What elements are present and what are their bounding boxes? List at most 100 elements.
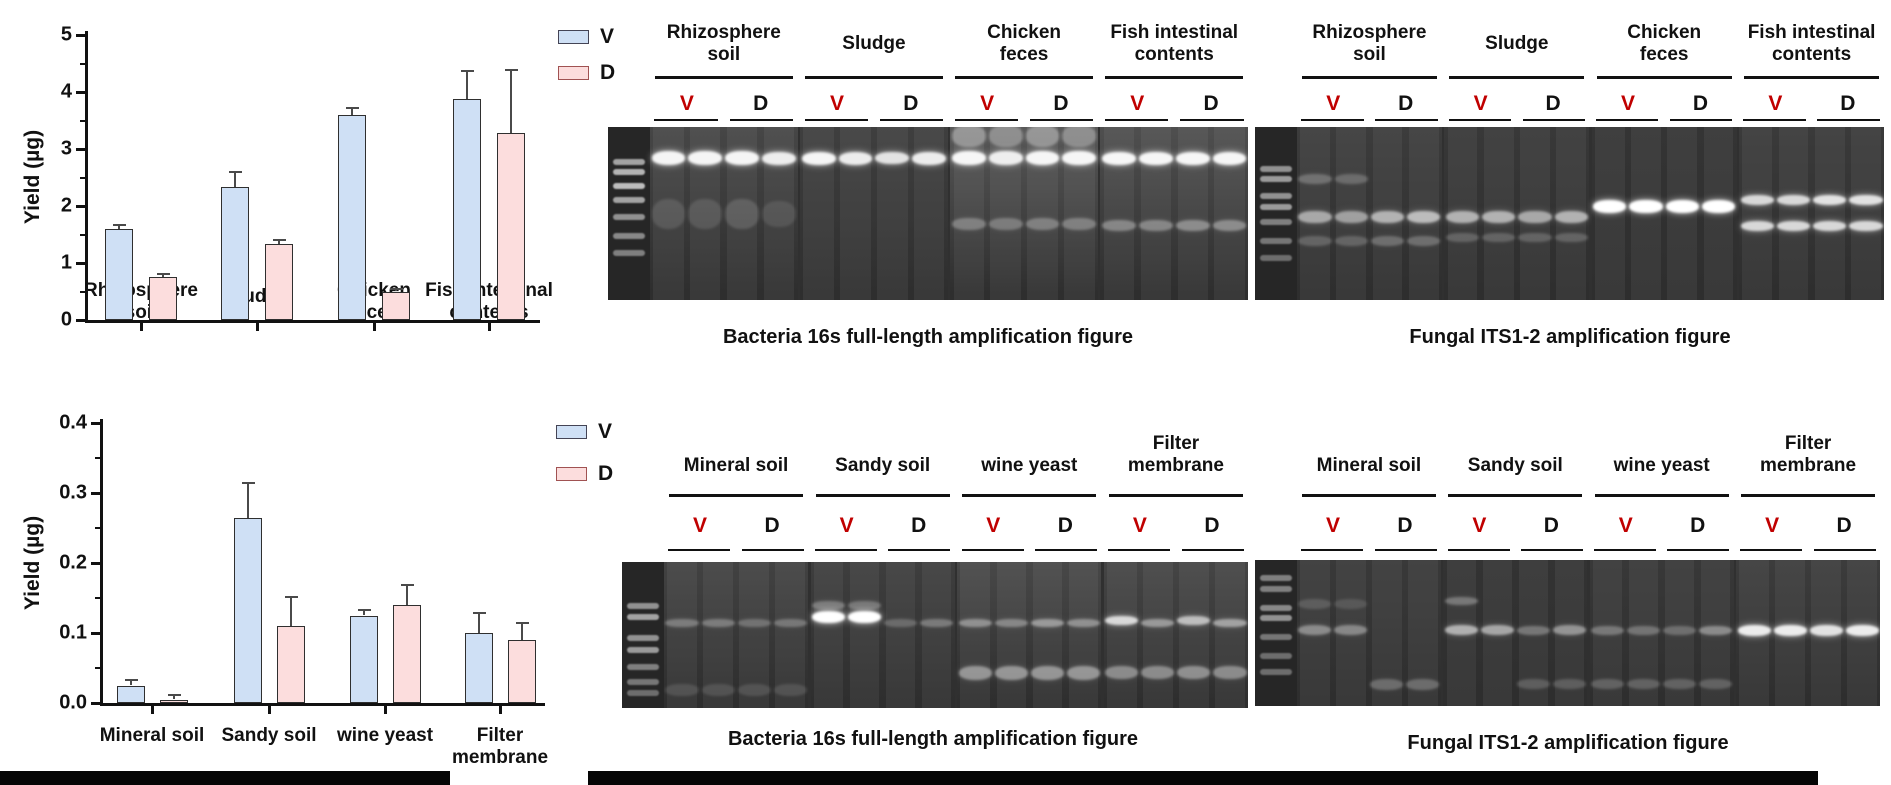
gel-bacteria-bottom-lane-wine-yeast-d2 bbox=[1066, 562, 1100, 708]
gel-fungal-bottom-lane-wine-yeast-d1 bbox=[1663, 560, 1697, 706]
gel-fungal-bottom-lane-sandy-soil-v1 bbox=[1444, 560, 1478, 706]
gel-fungal-top-lane-fish-intestinal-contents-v2 bbox=[1776, 127, 1811, 300]
legend-label-d: D bbox=[598, 462, 614, 485]
gel-band bbox=[762, 151, 797, 165]
gel-fungal-bottom-v-label-wine-yeast: V bbox=[1618, 514, 1633, 537]
gel-band bbox=[1737, 624, 1771, 636]
yield-chart-bottom-x-tick-mineral-soil bbox=[150, 706, 154, 714]
gel-band bbox=[1175, 151, 1210, 165]
gel-fungal-top-ladder-band bbox=[1260, 165, 1292, 172]
gel-bacteria-top-lane-sludge-d1 bbox=[875, 127, 910, 300]
gel-band bbox=[912, 151, 947, 165]
gel-band bbox=[1334, 236, 1368, 247]
yield-chart-bottom-y-minor-tick bbox=[95, 667, 100, 669]
gel-fungal-bottom-v-underline bbox=[1594, 549, 1656, 551]
gel-fungal-bottom-lane-filter-membrane-d2 bbox=[1845, 560, 1879, 706]
gel-bacteria-top-zone-rhizosphere-soil bbox=[650, 127, 798, 300]
error-bar-cap-v-fish-intestinal-contents bbox=[460, 70, 474, 73]
gel-band bbox=[725, 198, 760, 229]
gel-bacteria-bottom-zone-sandy-soil bbox=[810, 562, 955, 708]
gel-bacteria-bottom-lane-sandy-soil-v1 bbox=[812, 562, 846, 708]
gel-fungal-bottom-d-underline bbox=[1374, 549, 1437, 551]
gel-bacteria-top-d-label-fish-intestinal-contents: D bbox=[1203, 92, 1219, 115]
gel-band bbox=[838, 151, 873, 165]
gel-fungal-bottom-zone-sandy-soil bbox=[1443, 560, 1588, 706]
gel-fungal-top bbox=[1255, 127, 1884, 300]
error-bar-stem-v-wine-yeast bbox=[363, 609, 365, 616]
gel-fungal-top-lane-sludge-v1 bbox=[1445, 127, 1480, 300]
error-bar-stem-v-mineral-soil bbox=[130, 679, 132, 686]
error-bar-cap-d-rhizosphere-soil bbox=[156, 273, 170, 276]
yield-chart-top-y-tick-0 bbox=[76, 318, 85, 322]
gel-fungal-bottom-d-label-mineral-soil: D bbox=[1397, 514, 1413, 537]
error-bar-stem-d-rhizosphere-soil bbox=[162, 274, 164, 278]
yield-chart-top-y-minor-tick bbox=[80, 119, 85, 122]
gel-band bbox=[988, 151, 1023, 166]
error-bar-stem-d-fish-intestinal-contents bbox=[510, 70, 512, 134]
yield-chart-top-y-minor-tick bbox=[80, 290, 85, 293]
gel-fungal-bottom-d-underline bbox=[1667, 549, 1730, 551]
gel-fungal-top-v-label-chicken-feces: V bbox=[1620, 92, 1635, 115]
gel-fungal-top-lane-rhizosphere-soil-v1 bbox=[1298, 127, 1332, 300]
gel-fungal-top-v-underline bbox=[1596, 119, 1659, 121]
gel-band bbox=[1066, 619, 1100, 628]
error-bar-cap-d-sandy-soil bbox=[284, 595, 298, 598]
gel-fungal-top-v-label-rhizosphere-soil: V bbox=[1326, 92, 1341, 115]
gel-band bbox=[875, 152, 910, 165]
gel-fungal-bottom-d-underline bbox=[1521, 549, 1583, 551]
gel-bacteria-top-v-label-rhizosphere-soil: V bbox=[679, 92, 694, 115]
yield-chart-bottom-x-axis bbox=[100, 703, 545, 706]
gel-fungal-bottom-d-underline bbox=[1813, 549, 1876, 551]
gel-bacteria-bottom-v-label-sandy-soil: V bbox=[839, 514, 854, 537]
gel-band bbox=[812, 611, 846, 624]
error-bar-cap-v-sludge bbox=[228, 170, 242, 173]
bar-d-fish-intestinal-contents bbox=[497, 133, 525, 320]
gel-fungal-top-zone-rhizosphere-soil bbox=[1297, 127, 1442, 300]
gel-bacteria-top-ladder-band bbox=[613, 232, 645, 239]
gel-bacteria-top-ladder-band bbox=[613, 213, 645, 220]
gel-band bbox=[737, 619, 771, 628]
gel-bacteria-top-lane-sludge-v1 bbox=[801, 127, 836, 300]
gel-bacteria-top-v-underline bbox=[1104, 119, 1169, 121]
gel-band bbox=[951, 127, 986, 147]
gel-fungal-bottom-lane-sandy-soil-d2 bbox=[1552, 560, 1586, 706]
gel-fungal-top-lane-chicken-feces-d2 bbox=[1701, 127, 1736, 300]
gel-fungal-bottom-v-label-sandy-soil: V bbox=[1472, 514, 1487, 537]
bar-d-wine-yeast bbox=[393, 605, 421, 703]
error-bar-stem-d-sludge bbox=[278, 239, 280, 245]
gel-bacteria-top-group-underline-sludge bbox=[805, 76, 943, 79]
error-bar-cap-d-mineral-soil bbox=[167, 693, 181, 696]
error-bar-cap-d-wine-yeast bbox=[400, 584, 414, 587]
bar-d-sludge bbox=[265, 244, 293, 320]
gel-band bbox=[958, 665, 992, 680]
gel-fungal-bottom-lane-filter-membrane-v1 bbox=[1737, 560, 1771, 706]
gel-band bbox=[1177, 666, 1211, 680]
gel-bacteria-top-group-underline-fish-intestinal-contents bbox=[1105, 76, 1243, 79]
gel-fungal-top-d-underline bbox=[1375, 119, 1438, 121]
error-bar-stem-v-sludge bbox=[234, 171, 236, 188]
gel-bacteria-top-d-underline bbox=[1029, 119, 1094, 121]
error-bar-cap-v-wine-yeast bbox=[357, 608, 371, 611]
gel-band bbox=[1776, 220, 1811, 231]
gel-bacteria-top-v-underline bbox=[954, 119, 1019, 121]
yield-chart-bottom-y-minor-tick bbox=[95, 527, 100, 529]
gel-band bbox=[848, 601, 882, 611]
gel-bacteria-top-d-label-sludge: D bbox=[903, 92, 919, 115]
gel-fungal-top-lane-fish-intestinal-contents-d2 bbox=[1849, 127, 1883, 300]
gel-bacteria-top-v-label-chicken-feces: V bbox=[980, 92, 995, 115]
gel-caption-bacteria-bottom: Bacteria 16s full-length amplification f… bbox=[727, 728, 1139, 750]
yield-chart-bottom-y-tick-0-4 bbox=[91, 421, 100, 425]
gel-fungal-bottom-d-label-wine-yeast: D bbox=[1690, 514, 1706, 537]
yield-chart-top-y-tick-label-4: 4 bbox=[60, 80, 72, 103]
gel-bacteria-top-group-underline-rhizosphere-soil bbox=[655, 76, 793, 79]
gel-fungal-top-lane-sludge-d2 bbox=[1554, 127, 1588, 300]
gel-band bbox=[1554, 210, 1588, 223]
gel-fungal-bottom-lane-mineral-soil-d1 bbox=[1370, 560, 1404, 706]
gel-band bbox=[801, 151, 836, 165]
gel-band bbox=[1591, 679, 1625, 690]
gel-bacteria-bottom-lane-wine-yeast-v2 bbox=[994, 562, 1028, 708]
gel-fungal-top-ladder-band bbox=[1260, 193, 1292, 200]
gel-bacteria-bottom-lane-filter-membrane-d1 bbox=[1177, 562, 1211, 708]
gel-band bbox=[1776, 194, 1811, 205]
